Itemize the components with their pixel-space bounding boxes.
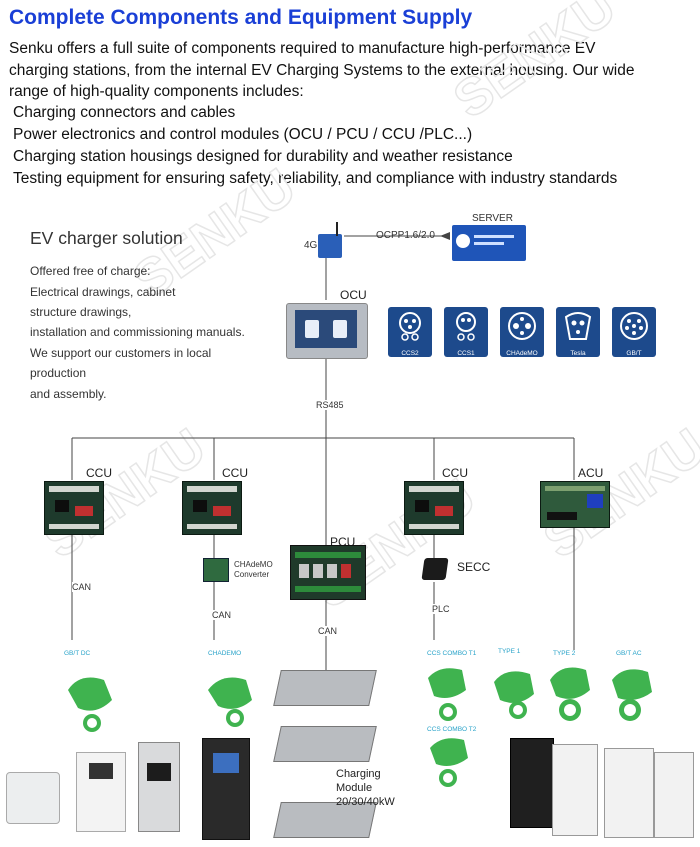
solution-line: production: [30, 366, 87, 380]
ac-charger-white-2-image: [604, 748, 654, 838]
solution-line: and assembly.: [30, 387, 107, 401]
server-image: [452, 225, 526, 261]
bullet-modules: Power electronics and control modules (O…: [13, 126, 473, 143]
plc-label: PLC: [432, 604, 450, 614]
can-label-3: CAN: [318, 626, 338, 636]
dc-charger-black-image: [202, 738, 250, 840]
connector-label: GB/T: [626, 350, 642, 357]
bullet-housings: Charging station housings designed for d…: [13, 148, 513, 165]
solution-line: Offered free of charge:: [30, 264, 151, 278]
ccu-label-1: CCU: [86, 466, 112, 480]
portable-charger-image: [6, 772, 60, 824]
page-title: Complete Components and Equipment Supply: [9, 6, 473, 29]
plug-gbt-dc-icon: [68, 677, 112, 732]
plug-type2-icon: [550, 667, 590, 721]
ccs1-icon: [456, 312, 476, 341]
plug-chademo-icon: [208, 677, 252, 727]
ocu-display-image: [286, 303, 368, 359]
connector-label: Tesla: [570, 350, 586, 357]
solution-title: EV charger solution: [30, 228, 183, 248]
secc-label: SECC: [457, 560, 491, 574]
connector-tile-chademo: CHAdeMO: [500, 307, 544, 357]
can-label-1: CAN: [72, 582, 92, 592]
server-label: SERVER: [472, 213, 513, 224]
plug-tag-type2: TYPE 2: [553, 650, 576, 657]
chademo-converter-label-1: CHAdeMO: [234, 560, 273, 569]
pcu-board-image: [290, 545, 366, 600]
ccu-label-3: CCU: [442, 466, 468, 480]
plug-tag-ccs-t2: CCS COMBO T2: [427, 726, 477, 733]
plug-gbt-ac-icon: [612, 669, 652, 721]
ccu-board-1-image: [44, 481, 104, 535]
dc-charger-silver-image: [138, 742, 180, 832]
intro-line-2: charging stations, from the internal EV …: [9, 61, 635, 79]
intro-line-3: range of high-quality components include…: [9, 83, 304, 100]
connector-tile-ccs2: CCS2: [388, 307, 432, 357]
plug-tag-gbt-ac: GB/T AC: [616, 650, 642, 657]
4g-modem-image: [318, 234, 342, 258]
ac-charger-white-3-image: [654, 752, 694, 838]
chademo-converter-image: [203, 558, 229, 582]
charging-module-label-2: Module: [336, 782, 373, 794]
acu-board-image: [540, 481, 610, 528]
connector-label: CCS2: [401, 350, 419, 357]
4g-label: 4G: [304, 240, 318, 251]
solution-line: structure drawings,: [30, 305, 132, 319]
charging-module-1-image: [273, 670, 377, 706]
chademo-icon: [508, 312, 536, 340]
solution-line: Electrical drawings, cabinet: [30, 285, 176, 299]
bullet-connectors: Charging connectors and cables: [13, 104, 236, 121]
bullet-testing: Testing equipment for ensuring safety, r…: [13, 170, 618, 187]
antenna-icon: [336, 222, 338, 236]
plug-ccs-t2-icon: [430, 738, 468, 787]
charging-module-label-3: 20/30/40kW: [336, 796, 395, 808]
rs485-label: RS485: [316, 400, 344, 410]
ocu-label: OCU: [340, 288, 367, 302]
charging-module-label-1: Charging: [336, 768, 381, 780]
ccu-board-2-image: [182, 481, 242, 535]
plug-tag-gbt-dc: GB/T DC: [64, 650, 91, 657]
gbt-icon: [620, 312, 648, 340]
plug-type1-icon: [494, 671, 534, 719]
connector-tile-ccs1: CCS1: [444, 307, 488, 357]
plug-tag-chademo: CHADEMO: [208, 650, 242, 657]
ocpp-label: OCPP1.6/2.0: [376, 230, 435, 241]
charging-module-2-image: [273, 726, 377, 762]
connector-label: CHAdeMO: [506, 350, 538, 357]
connector-tile-tesla: Tesla: [556, 307, 600, 357]
ccu-label-2: CCU: [222, 466, 248, 480]
acu-label: ACU: [578, 466, 604, 480]
chademo-converter-label-2: Converter: [234, 570, 270, 579]
connector-label: CCS1: [457, 350, 475, 357]
ccu-board-3-image: [404, 481, 464, 535]
can-label-2: CAN: [212, 610, 232, 620]
ac-charger-black-image: [510, 738, 554, 828]
solution-line: We support our customers in local: [30, 346, 212, 360]
connector-tile-gbt: GB/T: [612, 307, 656, 357]
dc-charger-white-image: [76, 752, 126, 832]
ac-charger-white-1-image: [552, 744, 598, 836]
plug-tag-type1: TYPE 1: [498, 648, 521, 655]
solution-line: installation and commissioning manuals.: [30, 325, 245, 339]
ccs2-icon: [399, 312, 421, 341]
plug-ccs-t1-icon: [428, 668, 466, 721]
tesla-icon: [564, 312, 592, 340]
intro-line-1: Senku offers a full suite of components …: [9, 40, 596, 57]
plug-tag-ccs-t1: CCS COMBO T1: [427, 650, 477, 657]
